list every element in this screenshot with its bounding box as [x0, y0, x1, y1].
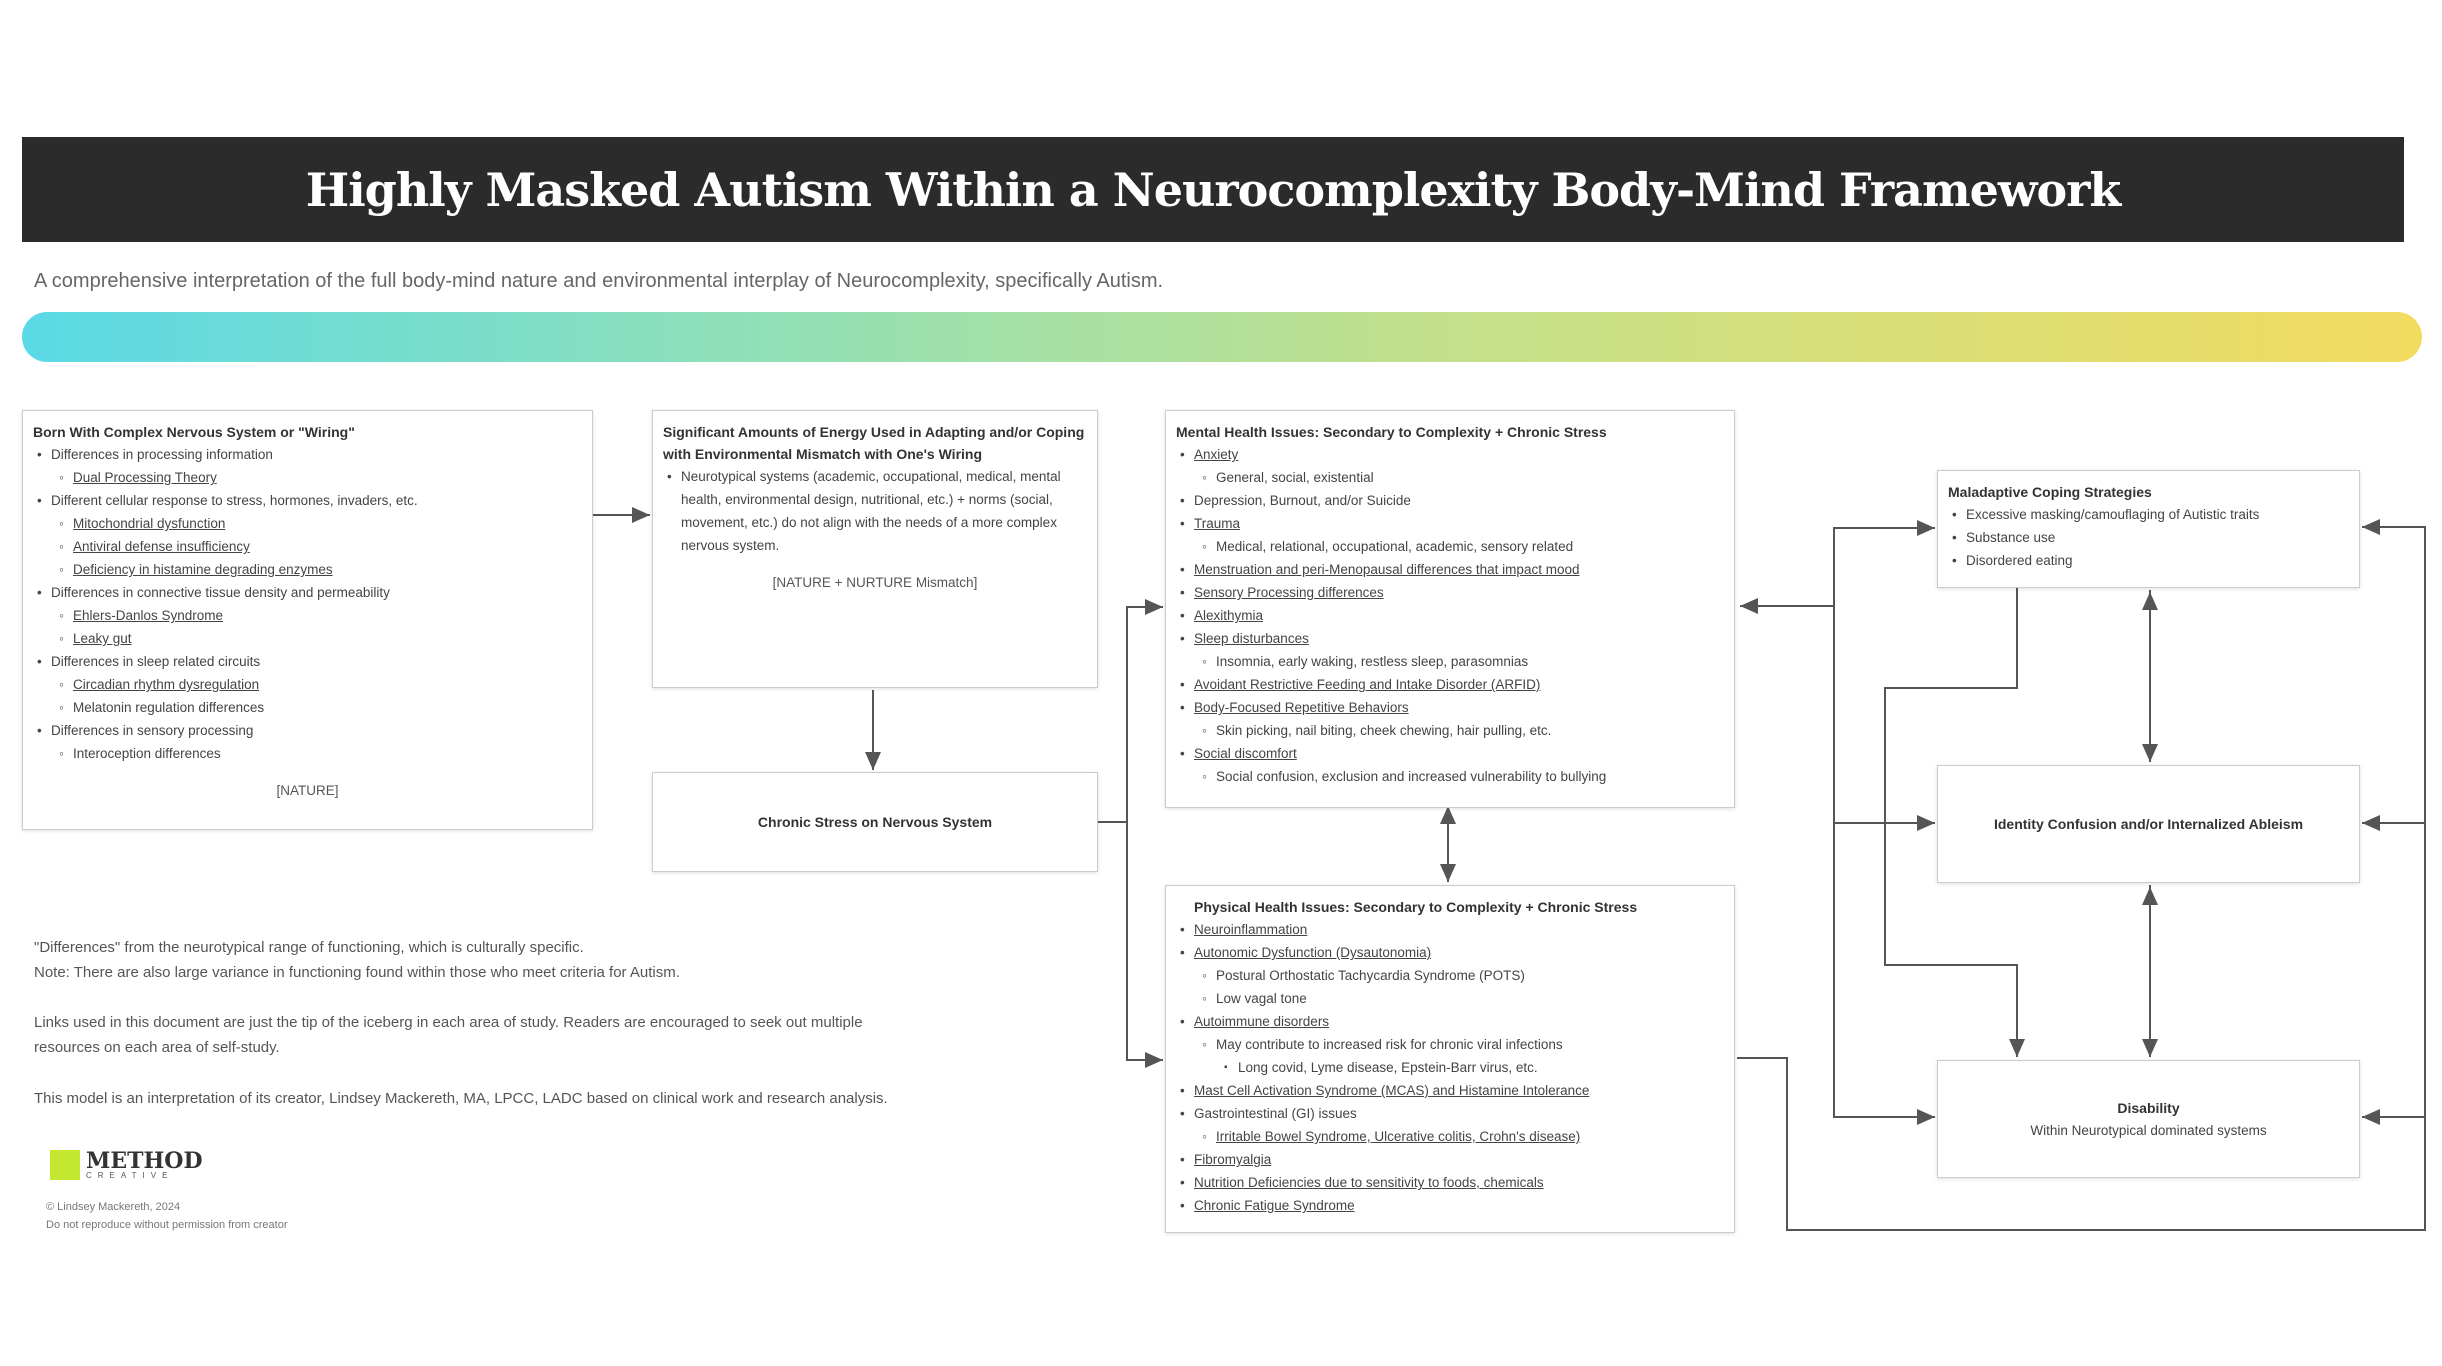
list-item-link[interactable]: Leaky gut [33, 627, 582, 650]
box1-note: [NATURE] [276, 783, 339, 798]
list-item-link[interactable]: Deficiency in histamine degrading enzyme… [33, 558, 582, 581]
box6-title: Maladaptive Coping Strategies [1948, 484, 2152, 500]
box4-list: Anxiety General, social, existential Dep… [1176, 443, 1724, 788]
box-maladaptive-coping: Maladaptive Coping Strategies Excessive … [1937, 470, 2360, 588]
list-item: Excessive masking/camouflaging of Autist… [1948, 503, 2349, 526]
list-item-link[interactable]: Circadian rhythm dysregulation [33, 673, 582, 696]
list-item-link[interactable]: Body-Focused Repetitive Behaviors [1176, 696, 1724, 719]
list-item: Differences in sensory processing [33, 719, 582, 742]
list-item-link[interactable]: Menstruation and peri-Menopausal differe… [1176, 558, 1724, 581]
brand-logo: METHOD CREATIVE [50, 1150, 203, 1180]
box5-title: Physical Health Issues: Secondary to Com… [1194, 899, 1638, 915]
box8-title: Disability [2117, 1099, 2180, 1116]
notes-block: "Differences" from the neurotypical rang… [34, 935, 680, 985]
box-born-with-complex-nervous-system: Born With Complex Nervous System or "Wir… [22, 410, 593, 830]
copyright-line: Do not reproduce without permission from… [46, 1219, 288, 1231]
box5-list: Neuroinflammation Autonomic Dysfunction … [1176, 918, 1724, 1217]
box4-title: Mental Health Issues: Secondary to Compl… [1176, 424, 1607, 440]
list-item-link[interactable]: Autoimmune disorders [1176, 1010, 1724, 1033]
logo-mark-icon [50, 1150, 80, 1180]
list-item: Substance use [1948, 526, 2349, 549]
box1-title: Born With Complex Nervous System or "Wir… [33, 424, 355, 440]
list-item-link[interactable]: Sensory Processing differences [1176, 581, 1724, 604]
logo-name: METHOD [86, 1147, 203, 1174]
box-disability: Disability Within Neurotypical dominated… [1937, 1060, 2360, 1178]
list-item-link[interactable]: Antiviral defense insufficiency [33, 535, 582, 558]
list-item: Different cellular response to stress, h… [33, 489, 582, 512]
list-item-link[interactable]: Anxiety [1176, 443, 1724, 466]
list-item-link[interactable]: Dual Processing Theory [33, 466, 582, 489]
note-line: resources on each area of self-study. [34, 1039, 280, 1056]
list-item: Insomnia, early waking, restless sleep, … [1176, 650, 1724, 673]
copyright: © Lindsey Mackereth, 2024 Do not reprodu… [46, 1198, 288, 1234]
page-subtitle: A comprehensive interpretation of the fu… [34, 270, 1164, 292]
logo-sub: CREATIVE [86, 1170, 174, 1180]
note-line: This model is an interpretation of its c… [34, 1090, 888, 1107]
list-item-link[interactable]: Irritable Bowel Syndrome, Ulcerative col… [1176, 1125, 1724, 1148]
list-item-link[interactable]: Fibromyalgia [1176, 1148, 1724, 1171]
notes-creator: This model is an interpretation of its c… [34, 1086, 888, 1111]
arrow-to-disability [1833, 823, 1935, 1125]
loop-physical-to-coping [1737, 519, 2426, 1231]
list-item-link[interactable]: Sleep disturbances [1176, 627, 1724, 650]
box-mental-health: Mental Health Issues: Secondary to Compl… [1165, 410, 1735, 808]
box8-body: Within Neurotypical dominated systems [2030, 1122, 2267, 1138]
arrow-stress-to-physical [1126, 822, 1163, 1068]
list-item-link[interactable]: Ehlers-Danlos Syndrome [33, 604, 582, 627]
list-item: Interoception differences [33, 742, 582, 765]
copyright-line: © Lindsey Mackereth, 2024 [46, 1201, 181, 1213]
box2-note: [NATURE + NURTURE Mismatch] [772, 575, 978, 590]
title-banner: Highly Masked Autism Within a Neurocompl… [22, 137, 2404, 242]
list-item-link[interactable]: Nutrition Deficiencies due to sensitivit… [1176, 1171, 1724, 1194]
list-item-link[interactable]: Social discomfort [1176, 742, 1724, 765]
box-identity-confusion: Identity Confusion and/or Internalized A… [1937, 765, 2360, 883]
page-title: Highly Masked Autism Within a Neurocompl… [305, 162, 2122, 217]
list-item: Gastrointestinal (GI) issues [1176, 1102, 1724, 1125]
box3-title: Chronic Stress on Nervous System [757, 814, 993, 830]
list-item: Melatonin regulation differences [33, 696, 582, 719]
list-item: Depression, Burnout, and/or Suicide [1176, 489, 1724, 512]
note-line: Note: There are also large variance in f… [34, 964, 680, 981]
note-line: "Differences" from the neurotypical rang… [34, 939, 584, 956]
list-item: Differences in connective tissue density… [33, 581, 582, 604]
list-item: Skin picking, nail biting, cheek chewing… [1176, 719, 1724, 742]
list-item: Low vagal tone [1176, 987, 1724, 1010]
box-chronic-stress: Chronic Stress on Nervous System [652, 772, 1098, 872]
arrow-to-coping [1740, 520, 1935, 607]
list-item-link[interactable]: Mast Cell Activation Syndrome (MCAS) and… [1176, 1079, 1724, 1102]
list-item: Long covid, Lyme disease, Epstein-Barr v… [1176, 1056, 1724, 1079]
box-energy-adapting: Significant Amounts of Energy Used in Ad… [652, 410, 1098, 688]
list-item-link[interactable]: Avoidant Restrictive Feeding and Intake … [1176, 673, 1724, 696]
list-item-link[interactable]: Autonomic Dysfunction (Dysautonomia) [1176, 941, 1724, 964]
arrow-stress-to-mental [1097, 599, 1163, 823]
list-item-link[interactable]: Mitochondrial dysfunction [33, 512, 582, 535]
list-item: Postural Orthostatic Tachycardia Syndrom… [1176, 964, 1724, 987]
list-item: Social confusion, exclusion and increase… [1176, 765, 1724, 788]
list-item: Medical, relational, occupational, acade… [1176, 535, 1724, 558]
list-item: Disordered eating [1948, 549, 2349, 572]
box6-list: Excessive masking/camouflaging of Autist… [1948, 503, 2349, 572]
list-item-link[interactable]: Trauma [1176, 512, 1724, 535]
box-physical-health: Physical Health Issues: Secondary to Com… [1165, 885, 1735, 1233]
list-item: May contribute to increased risk for chr… [1176, 1033, 1724, 1056]
box2-body: Neurotypical systems (academic, occupati… [663, 465, 1087, 557]
list-item-link[interactable]: Alexithymia [1176, 604, 1724, 627]
list-item: Differences in processing information [33, 443, 582, 466]
box7-title: Identity Confusion and/or Internalized A… [1993, 816, 2304, 832]
box1-list: Differences in processing information Du… [33, 443, 582, 765]
list-item: General, social, existential [1176, 466, 1724, 489]
notes-links: Links used in this document are just the… [34, 1010, 863, 1060]
note-line: Links used in this document are just the… [34, 1014, 863, 1031]
gradient-bar [22, 312, 2422, 362]
arrow-coping-disability [1884, 588, 2025, 1057]
list-item-link[interactable]: Neuroinflammation [1176, 918, 1724, 941]
box2-title: Significant Amounts of Energy Used in Ad… [663, 424, 1085, 462]
list-item-link[interactable]: Chronic Fatigue Syndrome [1176, 1194, 1724, 1217]
list-item: Differences in sleep related circuits [33, 650, 582, 673]
